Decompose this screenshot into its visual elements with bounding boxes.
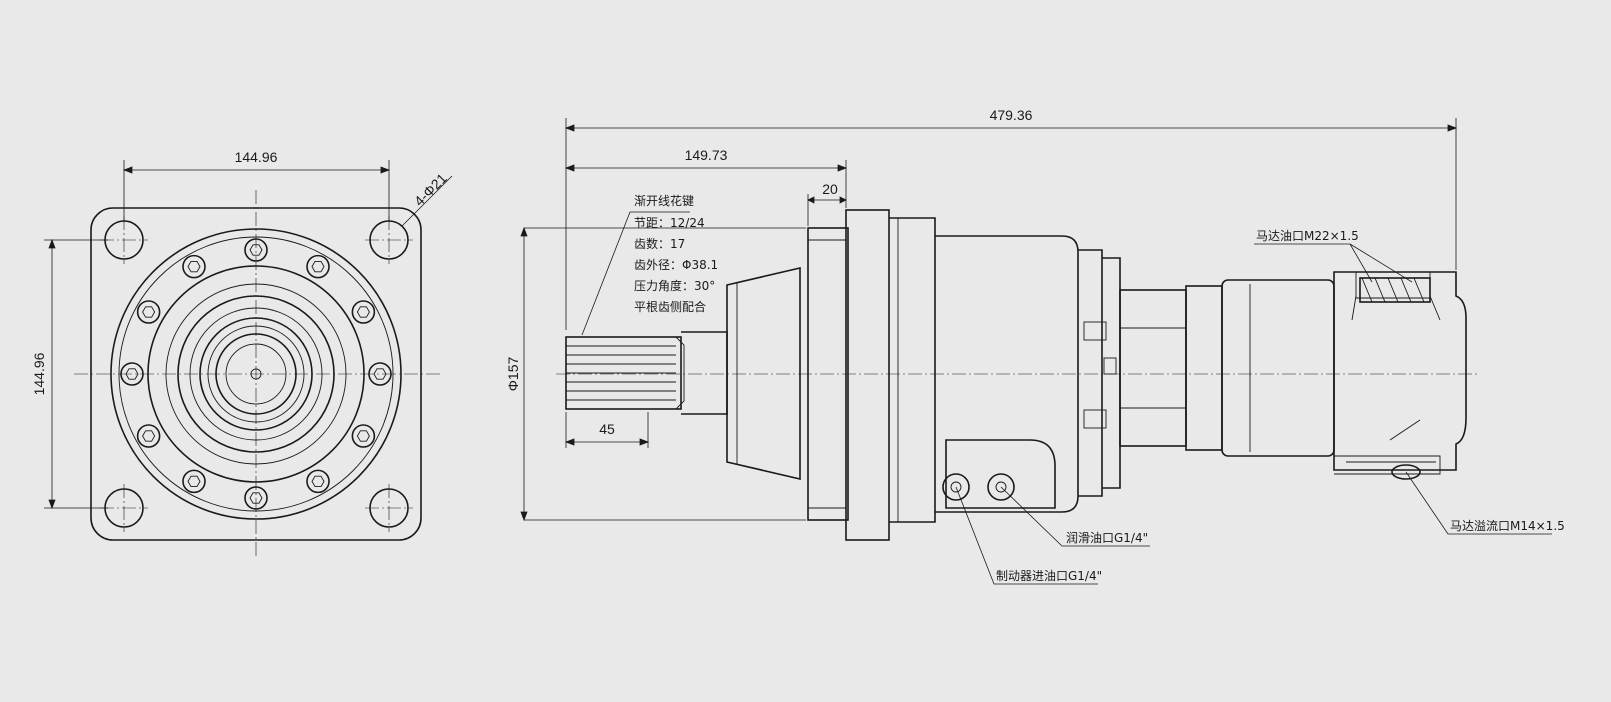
brake-port-label: 制动器进油口G1/4" bbox=[996, 569, 1102, 583]
port-boss bbox=[945, 439, 1056, 509]
motor-neck bbox=[1119, 289, 1187, 447]
overflow-port bbox=[1391, 464, 1421, 480]
spline-spec: 渐开线花键 节距：12/24 齿数：17 齿外径：Φ38.1 压力角度：30° … bbox=[581, 193, 718, 336]
bolt-hex bbox=[187, 260, 201, 273]
main-flange bbox=[845, 209, 890, 541]
front-view bbox=[74, 190, 440, 558]
bolt-hex bbox=[142, 430, 156, 442]
bolt-hex bbox=[356, 306, 370, 318]
bolt-hex bbox=[249, 244, 263, 256]
flange-thickness-dim: 20 bbox=[822, 181, 838, 197]
brake-port bbox=[942, 473, 970, 501]
bolt-head bbox=[182, 254, 206, 279]
spline-line-1: 节距：12/24 bbox=[634, 216, 705, 230]
hydraulic-motor bbox=[1221, 279, 1335, 457]
bolt-hex bbox=[249, 492, 263, 504]
bolt-hex bbox=[142, 306, 156, 318]
front-width-dim: 144.96 bbox=[235, 149, 278, 165]
side-view bbox=[556, 209, 1480, 541]
bolt-hex bbox=[311, 260, 325, 273]
bolt-hex bbox=[311, 475, 325, 488]
spline-line-3: 齿外径：Φ38.1 bbox=[634, 258, 718, 272]
front-height-dim: 144.96 bbox=[31, 352, 47, 395]
overflow-port-label: 马达溢流口M14×1.5 bbox=[1450, 519, 1565, 533]
bolt-head bbox=[136, 300, 161, 324]
spline-line-4: 压力角度：30° bbox=[634, 278, 715, 293]
flange-length-dim: 149.73 bbox=[685, 147, 728, 163]
bolt-head bbox=[136, 424, 161, 448]
motor-port-label: 马达油口M22×1.5 bbox=[1256, 229, 1359, 243]
shaft-length-dim: 45 bbox=[599, 421, 615, 437]
bolt-head bbox=[351, 424, 376, 448]
reducer-body bbox=[935, 235, 1079, 513]
diameter-dim: Φ157 bbox=[505, 357, 521, 392]
motor-end-cap bbox=[1333, 271, 1467, 471]
side-dimensions: 479.36 149.73 20 45 Φ157 bbox=[505, 107, 1458, 522]
bolt-head bbox=[306, 254, 330, 279]
overall-length-dim: 479.36 bbox=[990, 107, 1033, 123]
bolt-head bbox=[306, 469, 330, 494]
hole-note: 4-Φ21 bbox=[411, 170, 450, 209]
spline-title: 渐开线花键 bbox=[634, 193, 694, 208]
bolt-head bbox=[182, 469, 206, 494]
output-cone bbox=[726, 266, 801, 481]
bolt-hex bbox=[187, 475, 201, 488]
spline-line-5: 平根齿侧配合 bbox=[634, 299, 706, 314]
lube-port bbox=[987, 473, 1015, 501]
bolt-hex bbox=[356, 430, 370, 442]
lube-port-label: 润滑油口G1/4" bbox=[1066, 531, 1148, 545]
spline-line-2: 齿数：17 bbox=[634, 236, 685, 251]
bolt-head bbox=[351, 300, 376, 324]
callouts: 马达油口M22×1.5 润滑油口G1/4" 制动器进油口G1/4" 马达溢流口M… bbox=[955, 229, 1565, 585]
